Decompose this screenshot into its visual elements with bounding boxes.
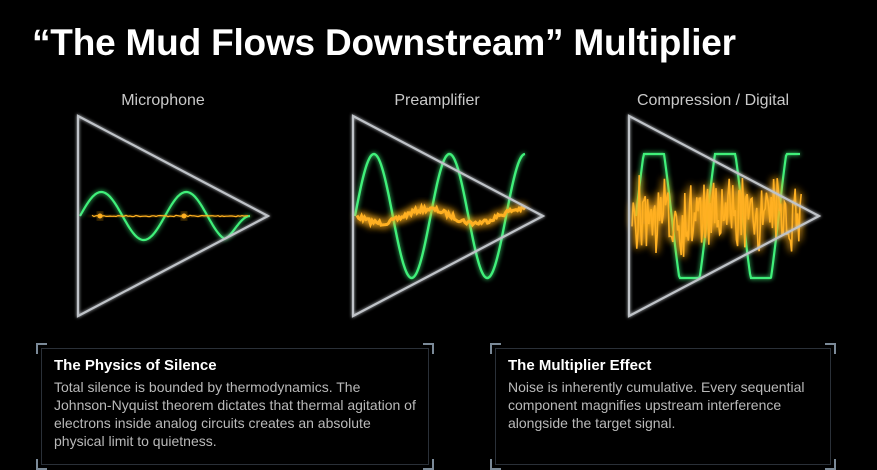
noise-dot xyxy=(97,213,103,219)
corner-bracket-icon xyxy=(825,459,836,470)
signal-wave-compression xyxy=(634,152,800,280)
noise-wave-preamplifier xyxy=(355,202,527,229)
info-box-text: Noise is inherently cumulative. Every se… xyxy=(508,379,805,431)
corner-bracket-icon xyxy=(423,459,434,470)
corner-bracket-icon xyxy=(36,343,47,354)
signal-wave-preamplifier xyxy=(353,152,526,280)
stage-label-compression: Compression / Digital xyxy=(636,92,790,109)
corner-bracket-icon xyxy=(423,343,434,354)
info-box-title: The Physics of Silence xyxy=(54,357,217,374)
info-box-text: Total silence is bounded by thermodynami… xyxy=(54,379,416,449)
info-box-frame xyxy=(495,348,831,465)
info-box-frame xyxy=(41,348,429,465)
corner-bracket-icon xyxy=(36,459,47,470)
corner-bracket-icon xyxy=(490,459,501,470)
noise-wave-compression xyxy=(631,175,802,257)
noise-wave-microphone xyxy=(91,214,249,218)
info-box-physics-of-silence: The Physics of Silence Total silence is … xyxy=(36,343,434,470)
noise-dot xyxy=(181,213,187,219)
amplifier-triangle-icon-preamplifier xyxy=(351,114,546,318)
info-box-title: The Multiplier Effect xyxy=(508,357,652,374)
amplifier-triangle-icon-compression xyxy=(627,114,822,318)
corner-bracket-icon xyxy=(490,343,501,354)
info-box-multiplier-effect: The Multiplier Effect Noise is inherentl… xyxy=(490,343,836,470)
page-title: “The Mud Flows Downstream” Multiplier xyxy=(32,22,736,63)
amplifier-triangle-icon-microphone xyxy=(76,114,271,318)
corner-bracket-icon xyxy=(825,343,836,354)
stage-label-preamplifier: Preamplifier xyxy=(394,92,480,109)
stage-label-microphone: Microphone xyxy=(121,92,205,109)
